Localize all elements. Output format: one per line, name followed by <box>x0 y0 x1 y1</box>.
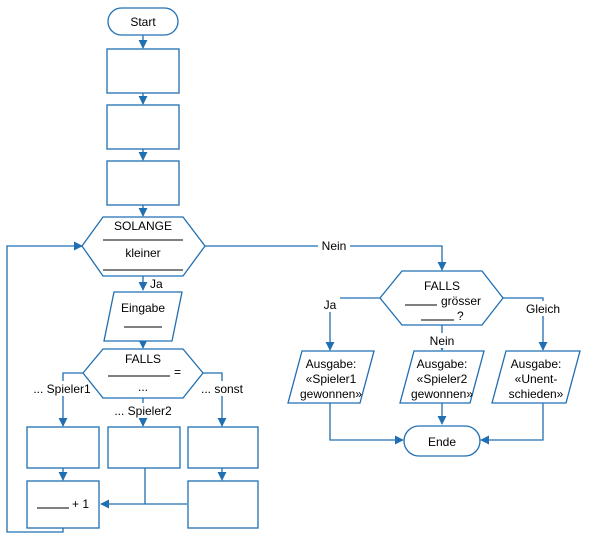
out1-line3: gewonnen» <box>300 387 362 401</box>
edge-loop-back <box>6 241 83 533</box>
out1-line2: «Spieler1 <box>306 372 357 386</box>
start-terminator: Start <box>107 7 179 36</box>
process-box-3 <box>106 160 180 206</box>
inner-if-hexagon: FALLS = ... <box>82 348 204 399</box>
out3-line2: «Unent- <box>515 372 558 386</box>
process-box-2 <box>106 104 180 150</box>
edge-out3-to-end <box>480 403 544 445</box>
process-box-1 <box>106 48 180 94</box>
edge-out1-to-end <box>329 403 404 445</box>
inner-if-dots: ... <box>138 380 148 394</box>
output-spieler1: Ausgabe: «Spieler1 gewonnen» <box>287 350 375 404</box>
label-ja2: Ja <box>324 298 337 312</box>
label-ja: Ja <box>150 277 163 291</box>
end-label: Ende <box>428 435 456 449</box>
out2-line1: Ausgabe: <box>417 357 468 371</box>
edge-labels: Nein Ja ... Spieler1 ... Spieler2 ... so… <box>26 238 564 418</box>
out2-line3: gewonnen» <box>411 387 473 401</box>
input-parallelogram: Eingabe <box>103 291 183 342</box>
inner-if-title: FALLS <box>125 352 161 366</box>
out3-line1: Ausgabe: <box>511 357 562 371</box>
end-terminator: Ende <box>403 425 481 457</box>
label-nein2: Nein <box>430 334 455 348</box>
outer-if-hexagon: FALLS grösser ? <box>379 270 504 326</box>
sonst-box <box>187 426 259 469</box>
outer-if-q: ? <box>457 309 464 323</box>
outer-if-title: FALLS <box>424 279 460 293</box>
sonst-box-2 <box>187 480 259 529</box>
inner-if-eq: = <box>174 365 181 379</box>
spieler1-box <box>26 426 100 469</box>
loop-hexagon: SOLANGE kleiner <box>81 216 206 277</box>
label-nein: Nein <box>322 239 347 253</box>
label-spieler2: ... Spieler2 <box>114 404 172 418</box>
edge-s2-to-plus <box>100 468 146 509</box>
edge-outer-gleich <box>503 297 548 351</box>
edge-spieler1 <box>58 372 83 427</box>
plus-one-label: + 1 <box>72 497 89 511</box>
output-unentschieden: Ausgabe: «Unent- schieden» <box>491 350 581 404</box>
loop-title: SOLANGE <box>114 219 172 233</box>
edge-sonst <box>203 372 227 427</box>
connectors <box>6 35 548 533</box>
output-spieler2: Ausgabe: «Spieler2 gewonnen» <box>399 350 485 404</box>
out2-line2: «Spieler2 <box>417 372 468 386</box>
outer-if-word: grösser <box>441 294 481 308</box>
out3-line3: schieden» <box>509 387 564 401</box>
start-label: Start <box>130 15 156 29</box>
label-gleich: Gleich <box>526 302 560 316</box>
loop-word: kleiner <box>125 246 160 260</box>
out1-line1: Ausgabe: <box>306 357 357 371</box>
edge-loop-nein <box>205 245 447 271</box>
spieler2-box <box>107 426 181 469</box>
label-spieler1: ... Spieler1 <box>33 382 91 396</box>
plus-one-box: + 1 <box>26 480 100 529</box>
label-sonst: ... sonst <box>201 382 244 396</box>
input-title: Eingabe <box>121 301 165 315</box>
